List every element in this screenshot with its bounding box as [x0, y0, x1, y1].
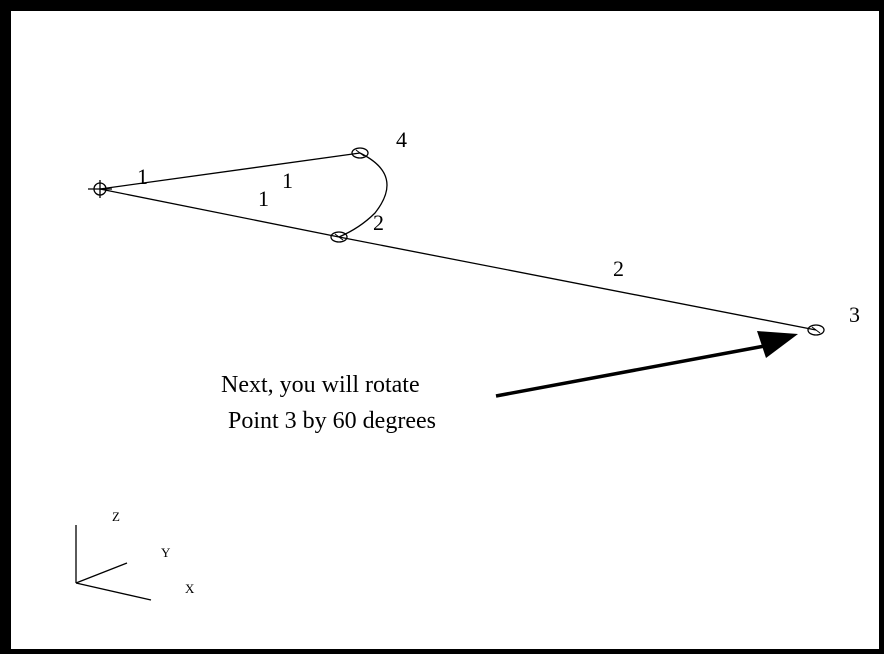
- curve-origin-to-point-4[interactable]: [99, 152, 361, 190]
- viewport-frame-top: [0, 0, 884, 11]
- curve-label-1-mid: 1: [282, 168, 293, 193]
- point-marker-3-icon[interactable]: [807, 324, 825, 336]
- origin-marker-icon[interactable]: [88, 180, 112, 198]
- curve-label-2-arc: 2: [373, 210, 384, 235]
- annotation-line-1: Next, you will rotate: [221, 372, 420, 398]
- annotation-line-2: Point 3 by 60 degrees: [228, 408, 436, 434]
- curve-label-1-lower: 1: [258, 186, 269, 211]
- curve-arc-point-4-to-point-2[interactable]: [338, 152, 388, 238]
- axes-triad: [75, 525, 152, 601]
- viewport-frame-right: [879, 0, 884, 654]
- axis-label-x: X: [185, 581, 195, 596]
- viewport-frame-left: [0, 0, 11, 654]
- axis-label-y: Y: [161, 545, 171, 560]
- axis-label-z: Z: [112, 509, 120, 524]
- curve-label-1-upper: 1: [137, 164, 148, 189]
- point-label-3: 3: [849, 302, 860, 327]
- annotation-arrow: [495, 331, 798, 398]
- point-marker-4-icon[interactable]: [351, 147, 369, 159]
- curve-point-2-to-point-3[interactable]: [338, 236, 817, 331]
- point-marker-2-icon[interactable]: [330, 231, 348, 243]
- curve-origin-to-point-2[interactable]: [99, 188, 340, 238]
- curve-label-2-long: 2: [613, 256, 624, 281]
- viewport-frame-bottom: [0, 649, 884, 654]
- point-label-4: 4: [396, 127, 407, 152]
